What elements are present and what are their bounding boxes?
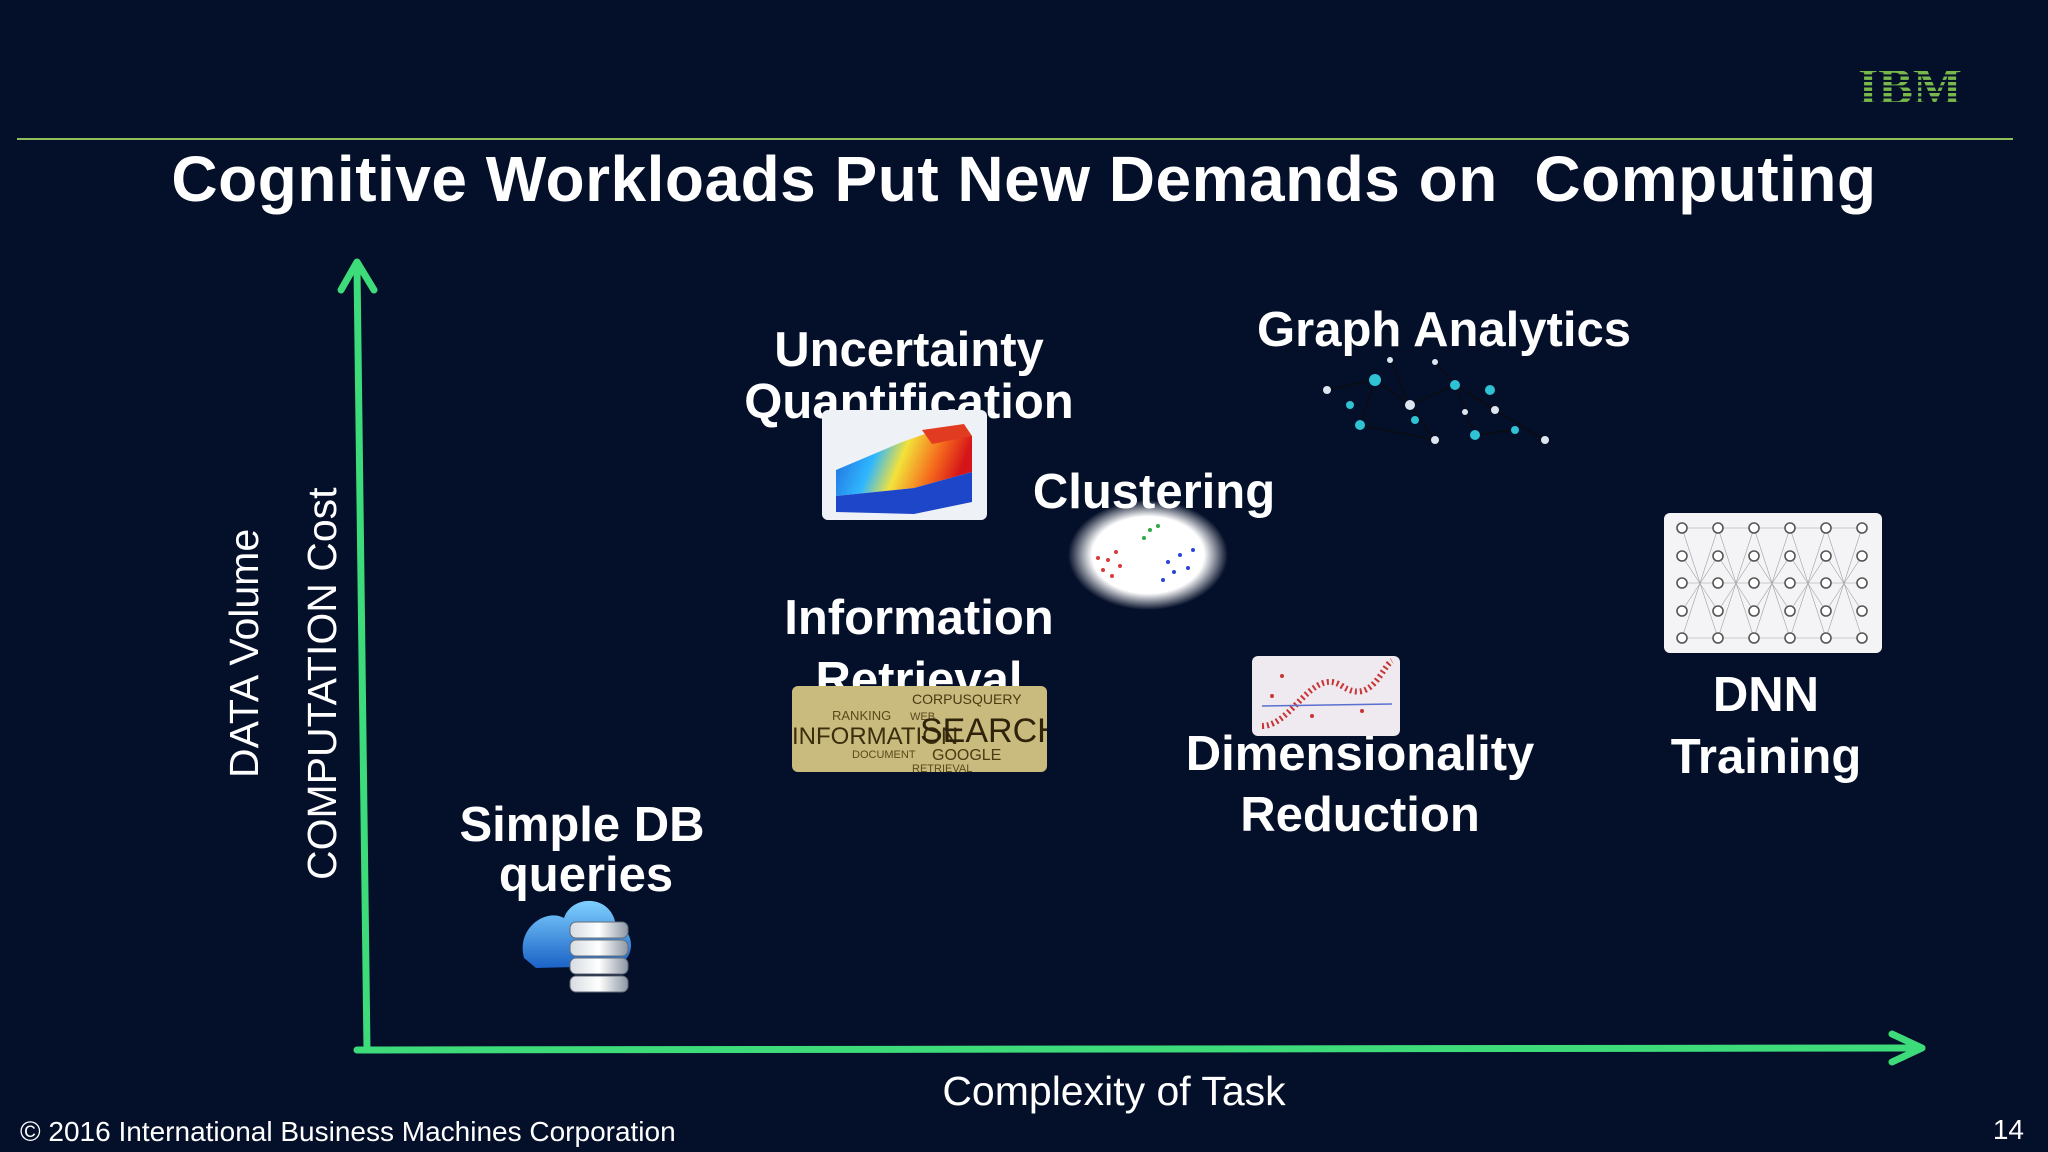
database-cloud-icon	[522, 900, 632, 993]
y-axis-line	[353, 264, 371, 1054]
x-axis-arrow	[1888, 1030, 1926, 1066]
y-axis-arrow	[337, 258, 378, 294]
neural-network-icon	[1664, 513, 1882, 653]
scatter-cluster-icon	[1068, 500, 1228, 610]
x-axis-line	[353, 1044, 1919, 1054]
y-axis-label-data: DATA Volume	[221, 528, 267, 778]
network-graph-icon	[1323, 357, 1549, 444]
x-axis-label: Complexity of Task	[942, 1068, 1286, 1114]
manifold-plot-icon	[1252, 656, 1400, 736]
label-dnn-training: DNN Training	[1670, 668, 1862, 784]
logo-text: IBM	[1858, 60, 1962, 110]
header-rule	[17, 138, 2013, 140]
page-number: 14	[1992, 1114, 2024, 1145]
ibm-logo: IBM	[1858, 60, 1962, 110]
svg-text:QUERY: QUERY	[972, 691, 1022, 707]
label-dimensionality-reduction: Dimensionality Reduction	[1185, 727, 1535, 842]
label-graph-analytics: Graph Analytics	[1257, 303, 1631, 357]
svg-text:INFORMATION: INFORMATION	[792, 723, 958, 750]
svg-text:CORPUS: CORPUS	[912, 691, 972, 707]
svg-text:SEARCH: SEARCH	[920, 712, 1047, 750]
label-simple-db-queries: Simple DB queries	[459, 798, 705, 902]
svg-text:GOOGLE: GOOGLE	[932, 747, 1001, 764]
copyright-footer: © 2016 International Business Machines C…	[20, 1116, 676, 1147]
svg-text:DOCUMENT: DOCUMENT	[852, 749, 916, 761]
svg-text:WEB: WEB	[910, 711, 935, 723]
svg-text:RETRIEVAL: RETRIEVAL	[912, 763, 972, 772]
word-cloud-icon: CORPUS QUERY RANKING WEB INFORMATION SEA…	[792, 686, 1047, 772]
y-axis-label-computation: COMPUTATION Cost	[299, 487, 345, 880]
surface-plot-icon	[822, 410, 987, 520]
slide-title: Cognitive Workloads Put New Demands on C…	[171, 143, 1877, 215]
svg-text:RANKING: RANKING	[832, 708, 891, 723]
